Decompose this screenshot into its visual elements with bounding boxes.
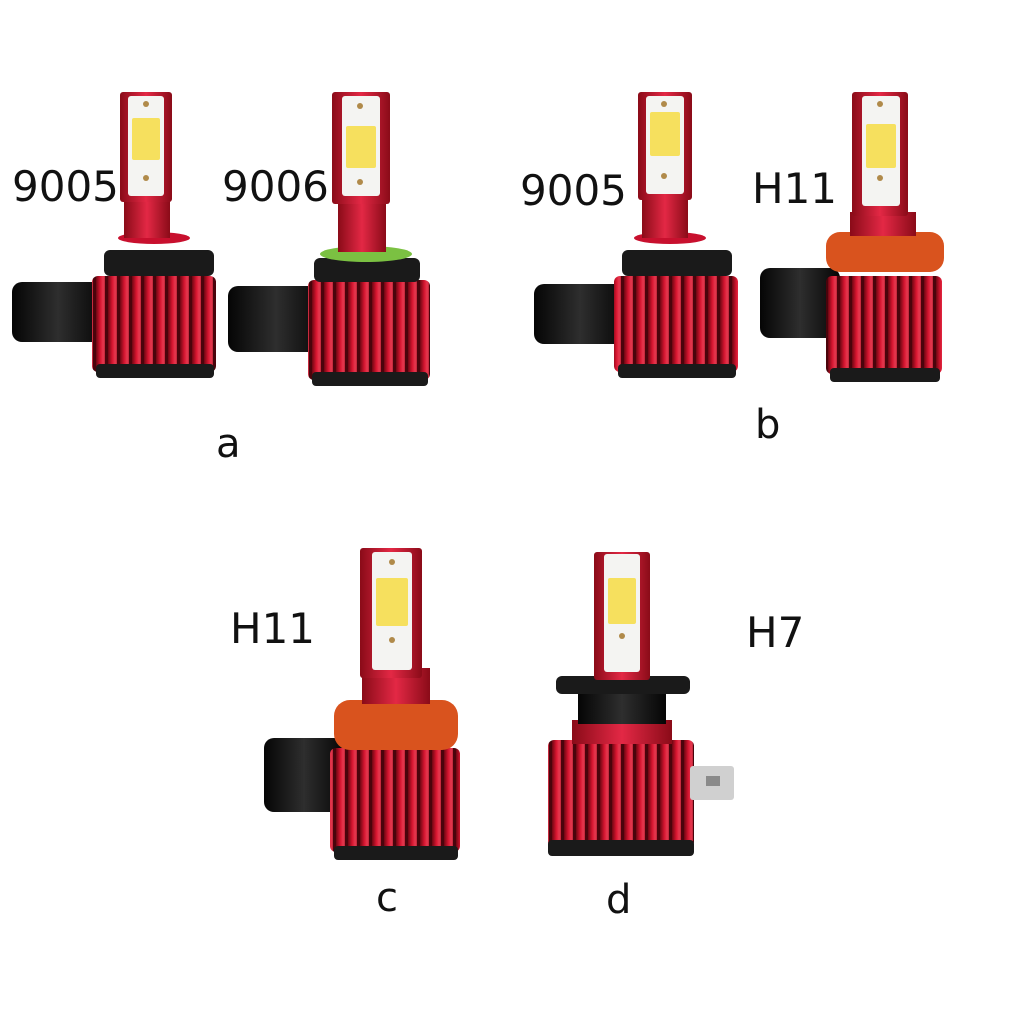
bulb-9005-a — [12, 92, 216, 378]
panel-letter-a: a — [216, 421, 241, 467]
bulb-label-9005-b: 9005 — [520, 166, 627, 215]
bulb-9005-b — [534, 92, 738, 378]
bulb-label-9005-a: 9005 — [12, 162, 119, 211]
bulb-h11-b — [760, 92, 944, 382]
bulb-label-h11-c: H11 — [230, 604, 316, 653]
bulb-label-h11-b: H11 — [752, 164, 838, 213]
bulb-9006-a — [228, 92, 430, 386]
bulb-label-9006-a: 9006 — [222, 162, 329, 211]
bulb-h7-d — [548, 552, 734, 856]
bulb-label-h7-d: H7 — [746, 608, 805, 657]
panel-letter-d: d — [606, 877, 632, 923]
bulb-h11-c — [264, 548, 460, 860]
panel-letter-b: b — [755, 402, 781, 448]
panel-letter-c: c — [376, 875, 398, 921]
